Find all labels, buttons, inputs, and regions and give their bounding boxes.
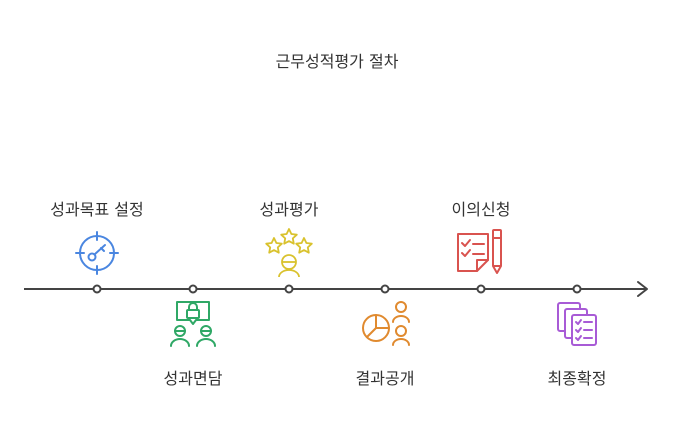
pie-chart-people-icon — [362, 301, 410, 346]
target-icon — [75, 231, 119, 275]
step-label-evaluation: 성과평가 — [259, 200, 319, 219]
step-label-disclosure: 결과공개 — [355, 369, 415, 388]
rating-stars-icon — [265, 228, 313, 278]
step-label-appeal: 이의신청 — [451, 200, 511, 219]
diagram-title: 근무성적평가 절차 — [275, 52, 399, 71]
step-label-goal-setting: 성과목표 설정 — [50, 200, 144, 219]
step-dot-1 — [92, 284, 102, 294]
step-dot-5 — [476, 284, 486, 294]
step-dot-2 — [188, 284, 198, 294]
checklist-pen-icon — [457, 229, 502, 274]
step-dot-6 — [572, 284, 582, 294]
timeline-arrow — [637, 281, 648, 297]
meeting-icon — [170, 301, 216, 347]
step-label-interview: 성과면담 — [163, 369, 223, 388]
step-label-finalization: 최종확정 — [547, 369, 607, 388]
documents-icon — [557, 302, 597, 346]
step-dot-4 — [380, 284, 390, 294]
step-dot-3 — [284, 284, 294, 294]
